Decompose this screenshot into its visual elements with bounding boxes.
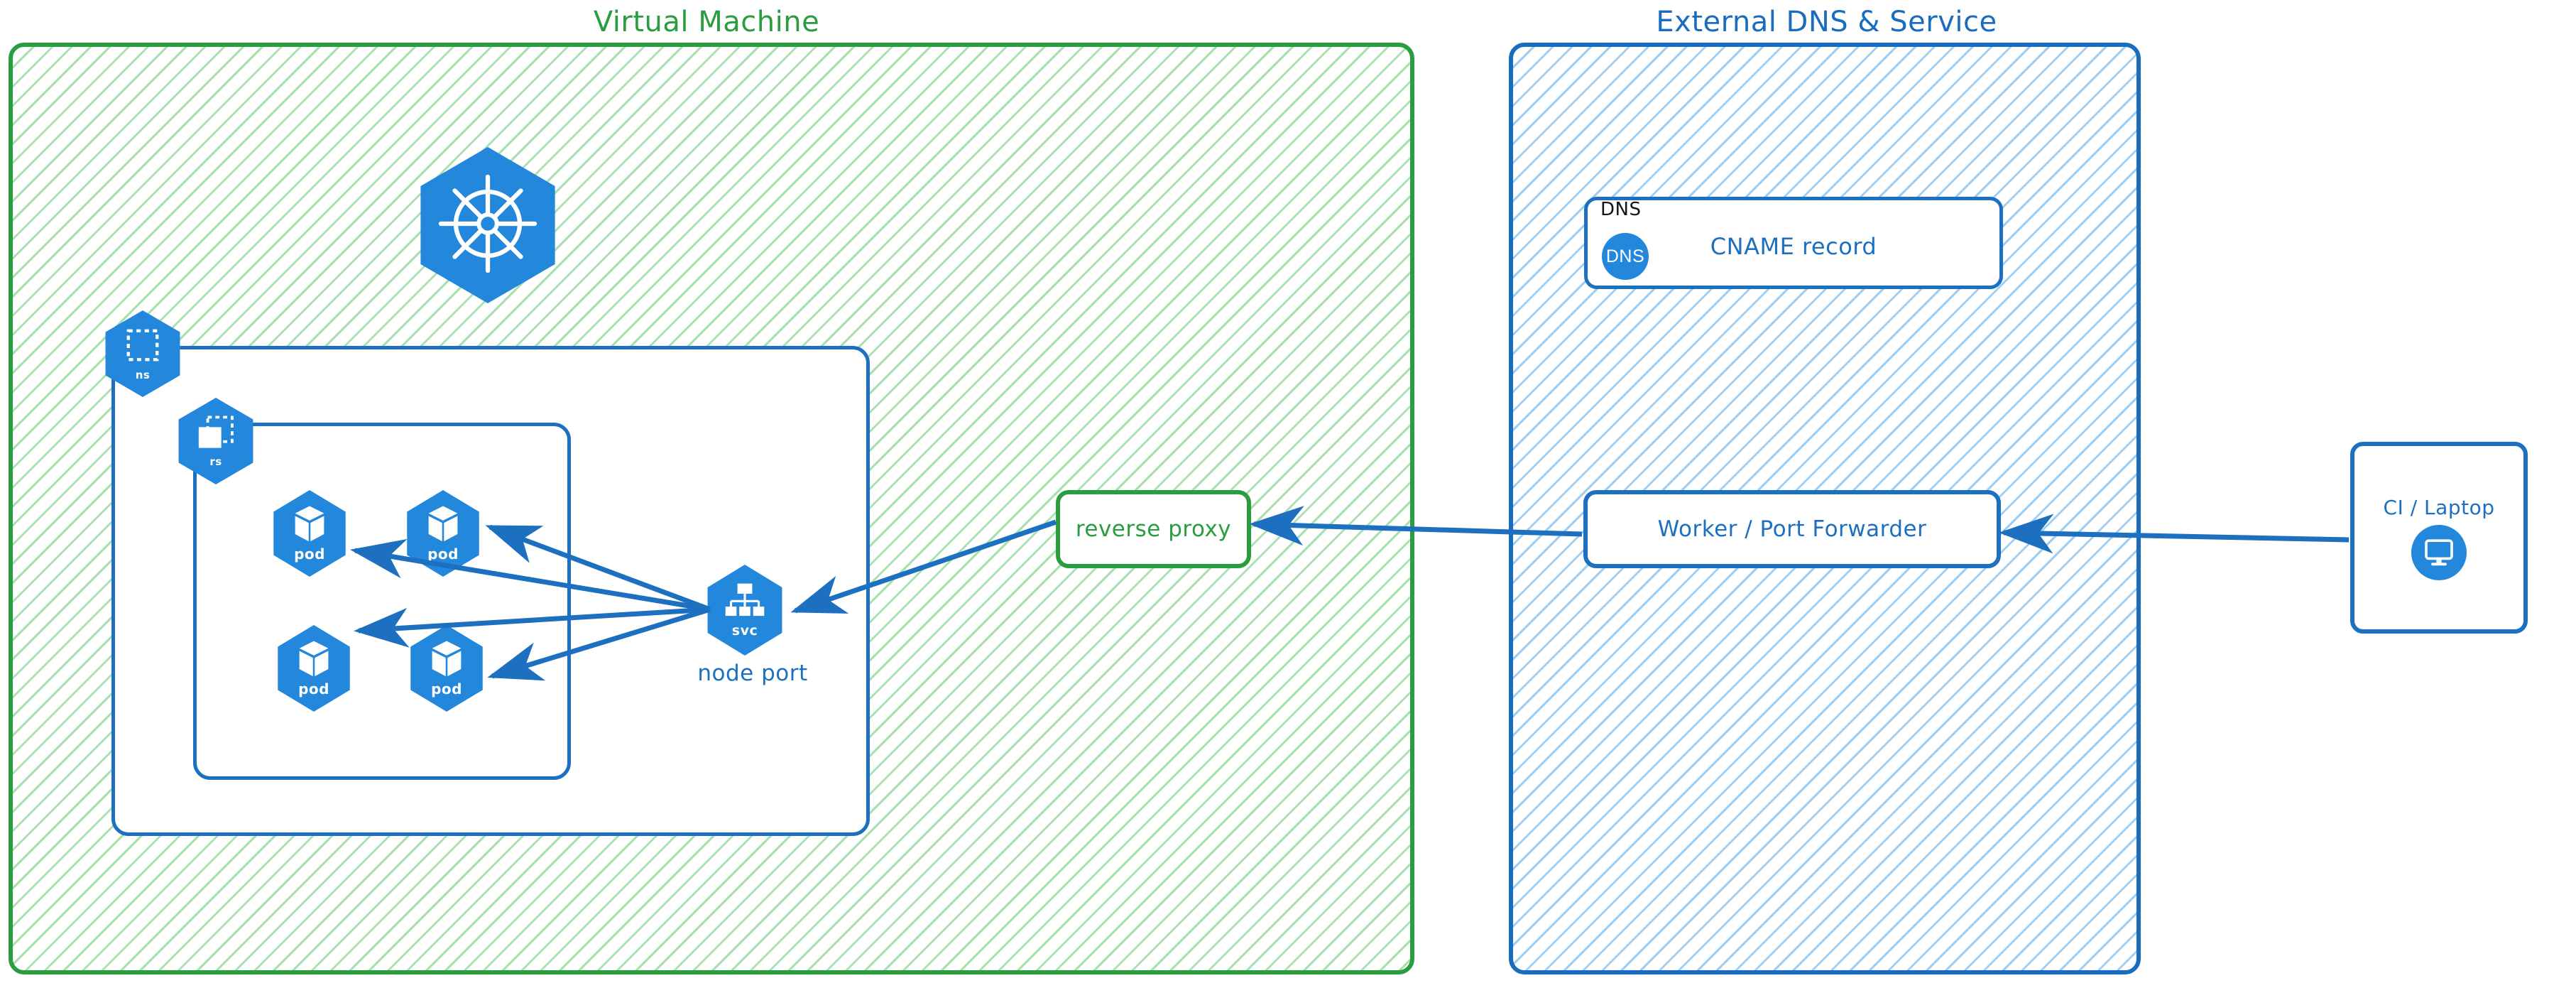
- pod-cube-icon: [428, 639, 465, 682]
- pod-cube-icon: [291, 504, 328, 547]
- pod-cube-icon: [425, 504, 462, 547]
- node-port-caption: node port: [697, 661, 808, 686]
- service-tree-icon: [724, 582, 766, 621]
- dashed-square-icon: [124, 326, 162, 367]
- reverse-proxy-label: reverse proxy: [1075, 516, 1232, 542]
- dashed-square-with-solid-square-icon: [196, 414, 236, 454]
- dns-badge-icon: DNS: [1602, 233, 1649, 280]
- replicaset-badge-label: rs: [209, 455, 222, 468]
- dns-record-card[interactable]: DNS DNS CNAME record: [1584, 197, 2003, 289]
- ci-laptop-label: CI / Laptop: [2383, 495, 2495, 519]
- replicaset-box: [193, 423, 571, 780]
- desktop-monitor-icon: [2411, 524, 2467, 580]
- virtual-machine-title: Virtual Machine: [593, 6, 820, 38]
- pod-badge-label: pod: [427, 545, 459, 563]
- kubernetes-wheel-icon: [435, 170, 541, 280]
- pod-badge-label: pod: [298, 680, 329, 697]
- external-dns-service-title: External DNS & Service: [1656, 6, 1997, 38]
- dns-badge-text: DNS: [1605, 246, 1645, 266]
- pod-cube-icon: [295, 639, 332, 682]
- ci-laptop-box[interactable]: CI / Laptop: [2350, 442, 2528, 634]
- pod-badge-label: pod: [431, 680, 462, 697]
- namespace-badge-label: ns: [135, 369, 151, 381]
- kubernetes-logo: [420, 147, 555, 303]
- pod-badge-label: pod: [294, 545, 325, 563]
- worker-port-forwarder-label: Worker / Port Forwarder: [1657, 516, 1927, 542]
- reverse-proxy-box[interactable]: reverse proxy: [1056, 490, 1251, 568]
- dns-kind-label: DNS: [1600, 199, 1642, 220]
- worker-port-forwarder-box[interactable]: Worker / Port Forwarder: [1583, 490, 2001, 568]
- service-badge-label: svc: [731, 623, 758, 639]
- dns-record-label: CNAME record: [1710, 233, 1877, 260]
